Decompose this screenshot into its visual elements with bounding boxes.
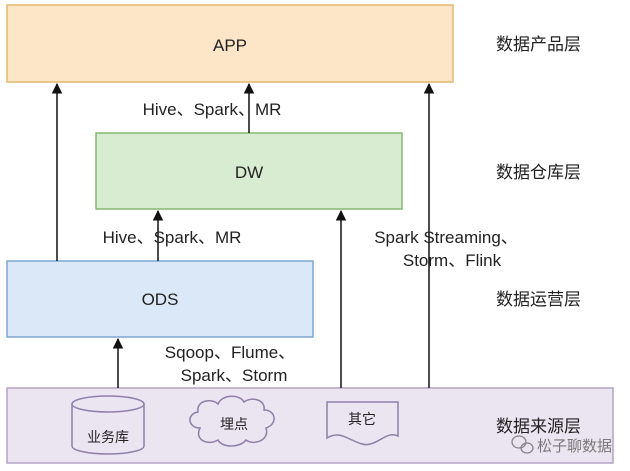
- ods-box-label: ODS: [142, 290, 179, 309]
- app-box: [6, 4, 454, 83]
- edge-label-streaming-2: Storm、Flink: [403, 251, 502, 270]
- edge-label-ods-to-dw: Hive、Spark、MR: [103, 228, 242, 247]
- layer-label-product: 数据产品层: [496, 35, 581, 55]
- source-label-business-db: 业务库: [87, 430, 129, 446]
- source-label-other: 其它: [348, 411, 376, 428]
- layer-label-source: 数据来源层: [496, 417, 581, 437]
- dw-box: [95, 132, 403, 210]
- layer-label-warehouse: 数据仓库层: [496, 163, 581, 183]
- database-icon: [71, 395, 145, 455]
- source-label-tracking: 埋点: [220, 417, 248, 433]
- edge-label-streaming-1: Spark Streaming、: [374, 228, 518, 247]
- edge-label-source-to-ods-2: Spark、Storm: [181, 366, 288, 385]
- cloud-icon: [189, 395, 275, 447]
- edge-label-dw-to-app: Hive、Spark、MR: [143, 100, 282, 119]
- ods-box: [6, 260, 314, 338]
- document-icon: [326, 401, 399, 446]
- app-box-label: APP: [213, 36, 247, 55]
- edge-label-source-to-ods-1: Sqoop、Flume、: [165, 343, 295, 362]
- dw-box-label: DW: [235, 163, 263, 182]
- layer-label-operation: 数据运营层: [496, 290, 581, 310]
- watermark-text: 松子聊数据: [537, 437, 612, 455]
- wechat-icon: [511, 435, 534, 454]
